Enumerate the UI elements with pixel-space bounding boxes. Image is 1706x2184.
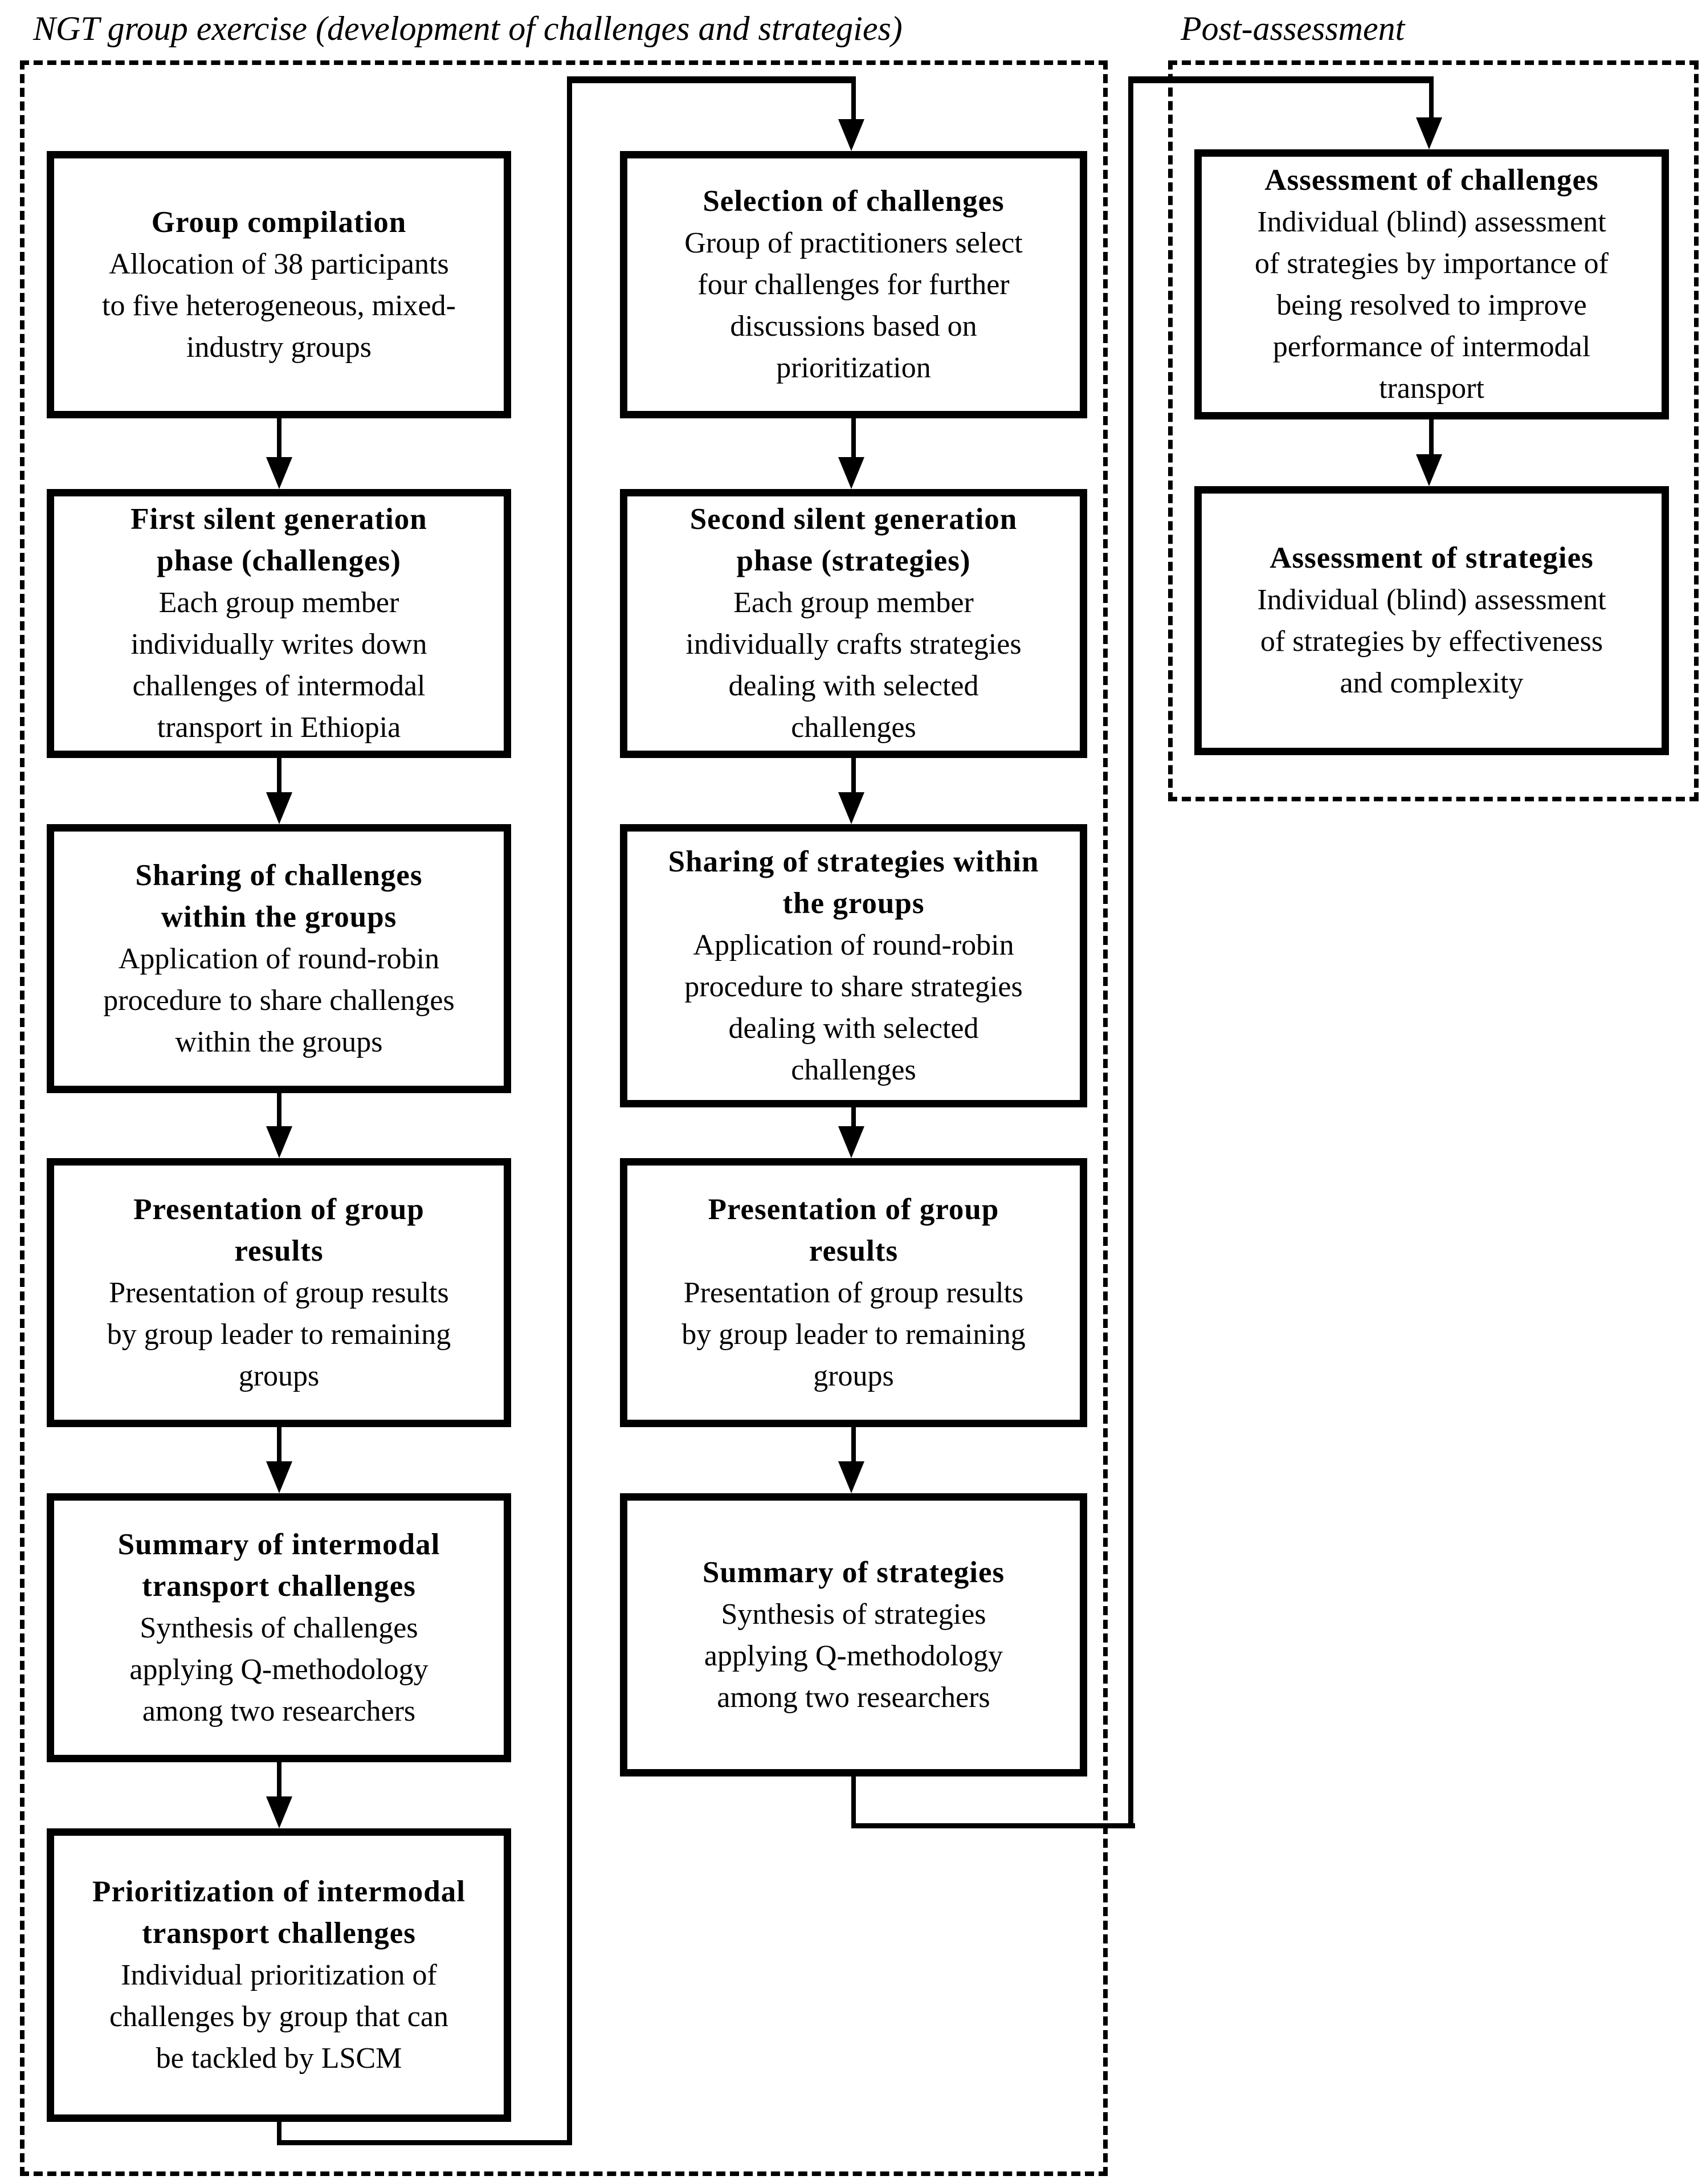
box-body: Application of round-robin procedure to … <box>103 942 455 1058</box>
connector-line <box>851 1107 856 1128</box>
box-title: Group compilation <box>151 205 407 239</box>
connector-line <box>1429 419 1434 455</box>
connector-line <box>851 1427 856 1462</box>
connector-line <box>851 418 856 459</box>
box-body: Synthesis of strategies applying Q-metho… <box>704 1598 1003 1714</box>
box-body: Individual (blind) assessment of strateg… <box>1257 584 1606 699</box>
down-arrowhead-icon <box>838 1126 864 1158</box>
connector-line <box>851 758 856 793</box>
connector-line <box>277 1093 281 1127</box>
box-title: Summary of strategies <box>702 1555 1005 1589</box>
box-body: Individual prioritization of challenges … <box>109 1959 448 2075</box>
down-arrowhead-icon <box>1416 117 1442 149</box>
box-body: Presentation of group results by group l… <box>681 1276 1026 1392</box>
connector-line <box>851 1823 1135 1828</box>
box-group-compilation: Group compilation Allocation of 38 parti… <box>47 151 511 418</box>
box-presentation-group-results-strategies: Presentation of group results Presentati… <box>620 1158 1087 1427</box>
down-arrowhead-icon <box>266 792 292 824</box>
box-prioritization-challenges: Prioritization of intermodal transport c… <box>47 1828 511 2122</box>
box-title: Selection of challenges <box>703 185 1005 218</box>
connector-line <box>277 1762 281 1798</box>
down-arrowhead-icon <box>266 1461 292 1493</box>
post-assessment-region <box>1168 60 1699 801</box>
box-assessment-of-challenges: Assessment of challenges Individual (bli… <box>1194 149 1669 419</box>
connector-line <box>277 2122 281 2145</box>
connector-line <box>277 758 281 793</box>
connector-line <box>567 76 572 2145</box>
box-body: Each group member individually writes do… <box>130 586 427 744</box>
box-title: Summary of intermodal transport challeng… <box>117 1527 440 1603</box>
box-title: Assessment of strategies <box>1270 541 1594 574</box>
box-title: Second silent generation phase (strategi… <box>689 503 1018 577</box>
down-arrowhead-icon <box>266 1796 292 1828</box>
box-body: Synthesis of challenges applying Q-metho… <box>129 1611 428 1727</box>
box-sharing-of-challenges: Sharing of challenges within the groups … <box>47 824 511 1093</box>
connector-line <box>277 418 281 459</box>
box-title: Presentation of group results <box>133 1192 425 1268</box>
box-presentation-group-results-challenges: Presentation of group results Presentati… <box>47 1158 511 1427</box>
down-arrowhead-icon <box>266 457 292 489</box>
down-arrowhead-icon <box>838 1461 864 1493</box>
post-assessment-label: Post-assessment <box>1181 10 1405 47</box>
down-arrowhead-icon <box>1416 454 1442 486</box>
connector-line <box>277 2140 572 2145</box>
box-title: First silent generation phase (challenge… <box>130 503 427 577</box>
box-title: Sharing of strategies within the groups <box>668 845 1039 920</box>
box-title: Prioritization of intermodal transport c… <box>92 1875 466 1950</box>
box-body: Allocation of 38 participants to five he… <box>102 247 456 364</box>
connector-line <box>567 76 856 83</box>
box-body: Individual (blind) assessment of strateg… <box>1255 206 1609 405</box>
box-second-silent-generation: Second silent generation phase (strategi… <box>620 489 1087 758</box>
connector-line <box>1429 76 1434 119</box>
connector-line <box>1128 76 1133 1828</box>
box-title: Assessment of challenges <box>1264 164 1599 197</box>
box-sharing-of-strategies: Sharing of strategies within the groups … <box>620 824 1087 1107</box>
box-title: Presentation of group results <box>708 1192 999 1268</box>
connector-line <box>1128 76 1434 83</box>
box-selection-of-challenges: Selection of challenges Group of practit… <box>620 151 1087 418</box>
down-arrowhead-icon <box>838 792 864 824</box>
down-arrowhead-icon <box>266 1126 292 1158</box>
ngt-phase-region <box>20 60 1108 2176</box>
ngt-section-label: NGT group exercise (development of chall… <box>33 10 903 47</box>
box-summary-intermodal-challenges: Summary of intermodal transport challeng… <box>47 1493 511 1762</box>
box-body: Application of round-robin procedure to … <box>684 928 1023 1086</box>
box-body: Presentation of group results by group l… <box>107 1276 451 1392</box>
box-body: Group of practitioners select four chall… <box>684 227 1023 384</box>
connector-line <box>277 1427 281 1462</box>
box-body: Each group member individually crafts st… <box>685 586 1022 744</box>
box-assessment-of-strategies: Assessment of strategies Individual (bli… <box>1194 486 1669 755</box>
down-arrowhead-icon <box>838 457 864 489</box>
connector-line <box>851 76 856 120</box>
box-title: Sharing of challenges within the groups <box>135 858 423 934</box>
connector-line <box>851 1776 856 1828</box>
box-summary-of-strategies: Summary of strategies Synthesis of strat… <box>620 1493 1087 1776</box>
box-first-silent-generation: First silent generation phase (challenge… <box>47 489 511 758</box>
down-arrowhead-icon <box>838 119 864 151</box>
